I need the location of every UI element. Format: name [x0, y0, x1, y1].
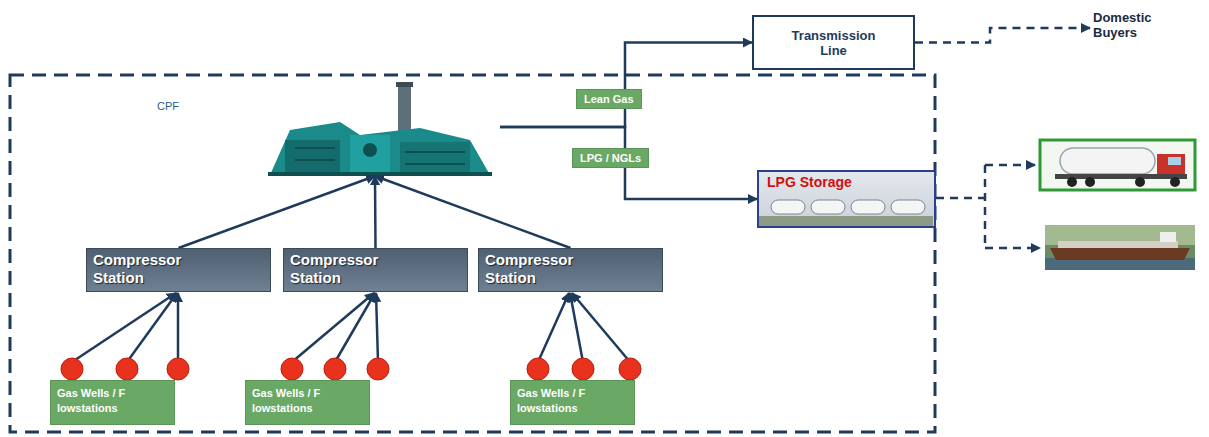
plant-node: CPF: [145, 92, 500, 176]
node-label: CPF: [145, 92, 179, 112]
compressor-box: Compressor Station: [478, 248, 663, 292]
flow-connector: [500, 127, 757, 199]
buyers-node: Domestic Buyers: [1093, 10, 1188, 46]
flow-connector: [500, 43, 752, 128]
dispatch-lines: [936, 165, 1040, 248]
flow-connector: [915, 28, 1090, 43]
well-box: Gas Wells / F lowstations: [510, 380, 635, 425]
node-label: Transmission Line: [784, 28, 884, 58]
well-dots: [61, 358, 641, 380]
node-label: Domestic Buyers: [1093, 10, 1183, 40]
well-lines: [72, 293, 630, 362]
flow-connector: [375, 176, 571, 248]
node-label: Gas Wells / F lowstations: [511, 381, 613, 421]
boundary: [10, 75, 935, 432]
ship-illustration: [1045, 225, 1195, 270]
node-label: Compressor Station: [479, 249, 601, 289]
node-label: Compressor Station: [284, 249, 406, 289]
well-box: Gas Wells / F lowstations: [245, 380, 370, 425]
node-label: Compressor Station: [87, 249, 209, 289]
node-label: LPG Storage: [759, 172, 934, 190]
flow-connector: [374, 176, 377, 248]
truck-illustration: [1040, 140, 1195, 190]
plant-illustration: [268, 82, 492, 176]
compressor-box: Compressor Station: [86, 248, 271, 292]
node-label: Gas Wells / F lowstations: [51, 381, 153, 421]
flow-connector: [179, 176, 376, 248]
node-label: Gas Wells / F lowstations: [246, 381, 348, 421]
flow-label: Lean Gas: [576, 89, 642, 109]
compressor-box: Compressor Station: [283, 248, 468, 292]
storage-box: LPG Storage: [757, 170, 936, 228]
well-box: Gas Wells / F lowstations: [50, 380, 175, 425]
flow-label: LPG / NGLs: [572, 148, 649, 168]
transmission-box: Transmission Line: [752, 15, 915, 70]
